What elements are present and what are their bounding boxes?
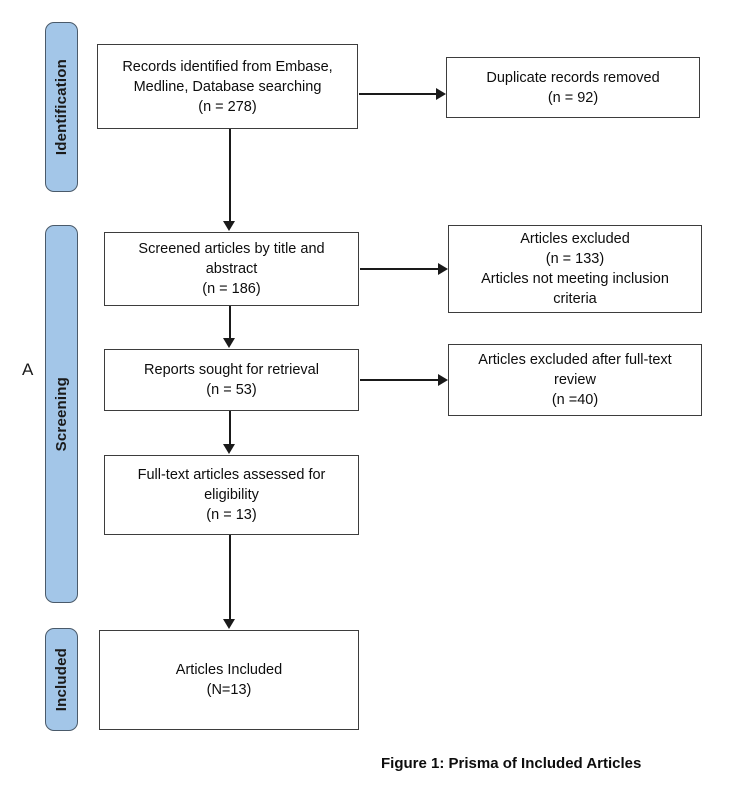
connector-records-to-screened bbox=[229, 129, 231, 223]
box-records-identified-text: Records identified from Embase, Medline,… bbox=[122, 58, 333, 115]
connector-screened-to-reports bbox=[229, 306, 231, 340]
box-duplicates-removed: Duplicate records removed (n = 92) bbox=[446, 57, 700, 118]
connector-reports-to-excluded-fulltext bbox=[360, 379, 439, 381]
arrowhead-reports-to-fulltext bbox=[223, 444, 235, 454]
figure-caption: Figure 1: Prisma of Included Articles bbox=[381, 755, 642, 772]
box-reports-sought-text: Reports sought for retrieval (n = 53) bbox=[144, 362, 319, 398]
box-reports-sought: Reports sought for retrieval (n = 53) bbox=[104, 349, 359, 411]
box-duplicates-removed-text: Duplicate records removed (n = 92) bbox=[486, 69, 660, 106]
stage-bar-included: Included bbox=[45, 628, 78, 731]
connector-screened-to-excluded bbox=[360, 268, 439, 270]
box-articles-excluded-screening-text: Articles excluded (n = 133) Articles not… bbox=[481, 231, 669, 307]
connector-reports-to-fulltext bbox=[229, 411, 231, 446]
arrowhead-records-to-duplicates bbox=[436, 88, 446, 100]
box-articles-excluded-screening: Articles excluded (n = 133) Articles not… bbox=[448, 225, 702, 313]
connector-records-to-duplicates bbox=[359, 93, 437, 95]
arrowhead-records-to-screened bbox=[223, 221, 235, 231]
stage-bar-identification: Identification bbox=[45, 22, 78, 192]
panel-letter-a: A bbox=[22, 360, 34, 379]
box-articles-excluded-fulltext: Articles excluded after full-text review… bbox=[448, 344, 702, 416]
box-screened-articles-text: Screened articles by title and abstract … bbox=[138, 241, 325, 297]
box-articles-excluded-fulltext-text: Articles excluded after full-text review… bbox=[478, 352, 672, 408]
box-articles-included-text: Articles Included (N=13) bbox=[175, 662, 283, 698]
stage-bar-screening: Screening bbox=[45, 225, 78, 603]
box-articles-included: Articles Included (N=13) bbox=[99, 630, 359, 730]
stage-label-identification: Identification bbox=[53, 58, 70, 156]
box-screened-articles: Screened articles by title and abstract … bbox=[104, 232, 359, 306]
arrowhead-reports-to-excluded-fulltext bbox=[438, 374, 448, 386]
stage-label-included: Included bbox=[53, 647, 70, 712]
box-fulltext-assessed-text: Full-text articles assessed for eligibil… bbox=[137, 467, 326, 523]
arrowhead-fulltext-to-included bbox=[223, 619, 235, 629]
stage-label-screening: Screening bbox=[53, 376, 70, 452]
arrowhead-screened-to-excluded bbox=[438, 263, 448, 275]
box-fulltext-assessed: Full-text articles assessed for eligibil… bbox=[104, 455, 359, 535]
box-records-identified: Records identified from Embase, Medline,… bbox=[97, 44, 358, 129]
connector-fulltext-to-included bbox=[229, 535, 231, 621]
arrowhead-screened-to-reports bbox=[223, 338, 235, 348]
